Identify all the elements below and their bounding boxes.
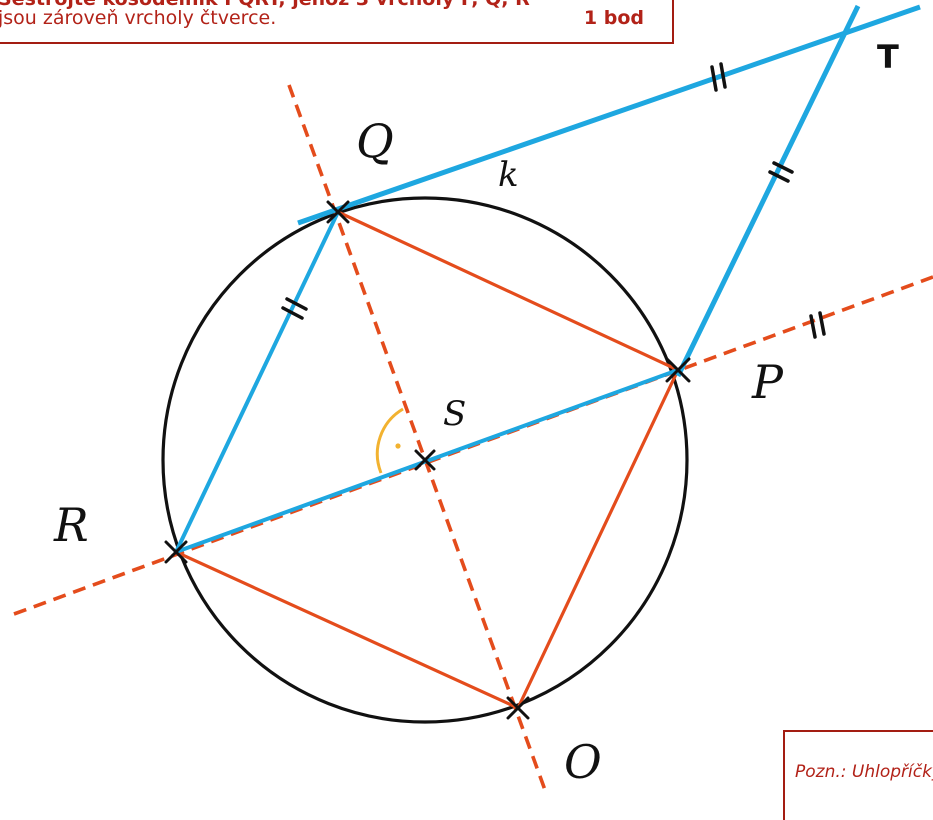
circumcircle <box>161 196 689 724</box>
task-points: 1 bod <box>583 7 644 29</box>
label-R: R <box>53 498 89 552</box>
note-box: Pozn.: Uhlopříčky <box>783 730 933 820</box>
tick-marks-QT <box>710 62 727 92</box>
tick-marks-P-extension <box>809 311 826 339</box>
label-O: O <box>564 735 602 789</box>
note-text: Pozn.: Uhlopříčky <box>795 762 933 782</box>
tick-marks-RQ <box>281 297 308 320</box>
side-RQ <box>174 211 340 553</box>
geometry-figure: Q k T P S R O <box>13 4 933 791</box>
point-marker-S <box>414 449 436 471</box>
side-QT-k <box>297 4 921 226</box>
point-marker-P <box>665 357 691 383</box>
label-S: S <box>443 394 466 434</box>
side-PT <box>675 4 861 378</box>
label-Q: Q <box>356 114 394 168</box>
label-T: T <box>877 38 899 76</box>
right-angle-dot <box>395 443 401 449</box>
right-angle-arc <box>375 407 404 474</box>
point-marker-O <box>506 696 530 720</box>
label-k: k <box>498 155 519 195</box>
label-P: P <box>751 355 784 409</box>
task-text-line1: Sestrojte kosodélník PQRT, jehož 3 vrcho… <box>0 0 530 10</box>
task-box: Sestrojte kosodélník PQRT, jehož 3 vrcho… <box>0 0 674 44</box>
point-marker-Q <box>326 200 350 224</box>
point-marker-R <box>164 540 188 564</box>
tick-marks-PT <box>768 161 794 183</box>
task-text-line2: jsou zároveň vrcholy čtverce. <box>0 7 277 29</box>
